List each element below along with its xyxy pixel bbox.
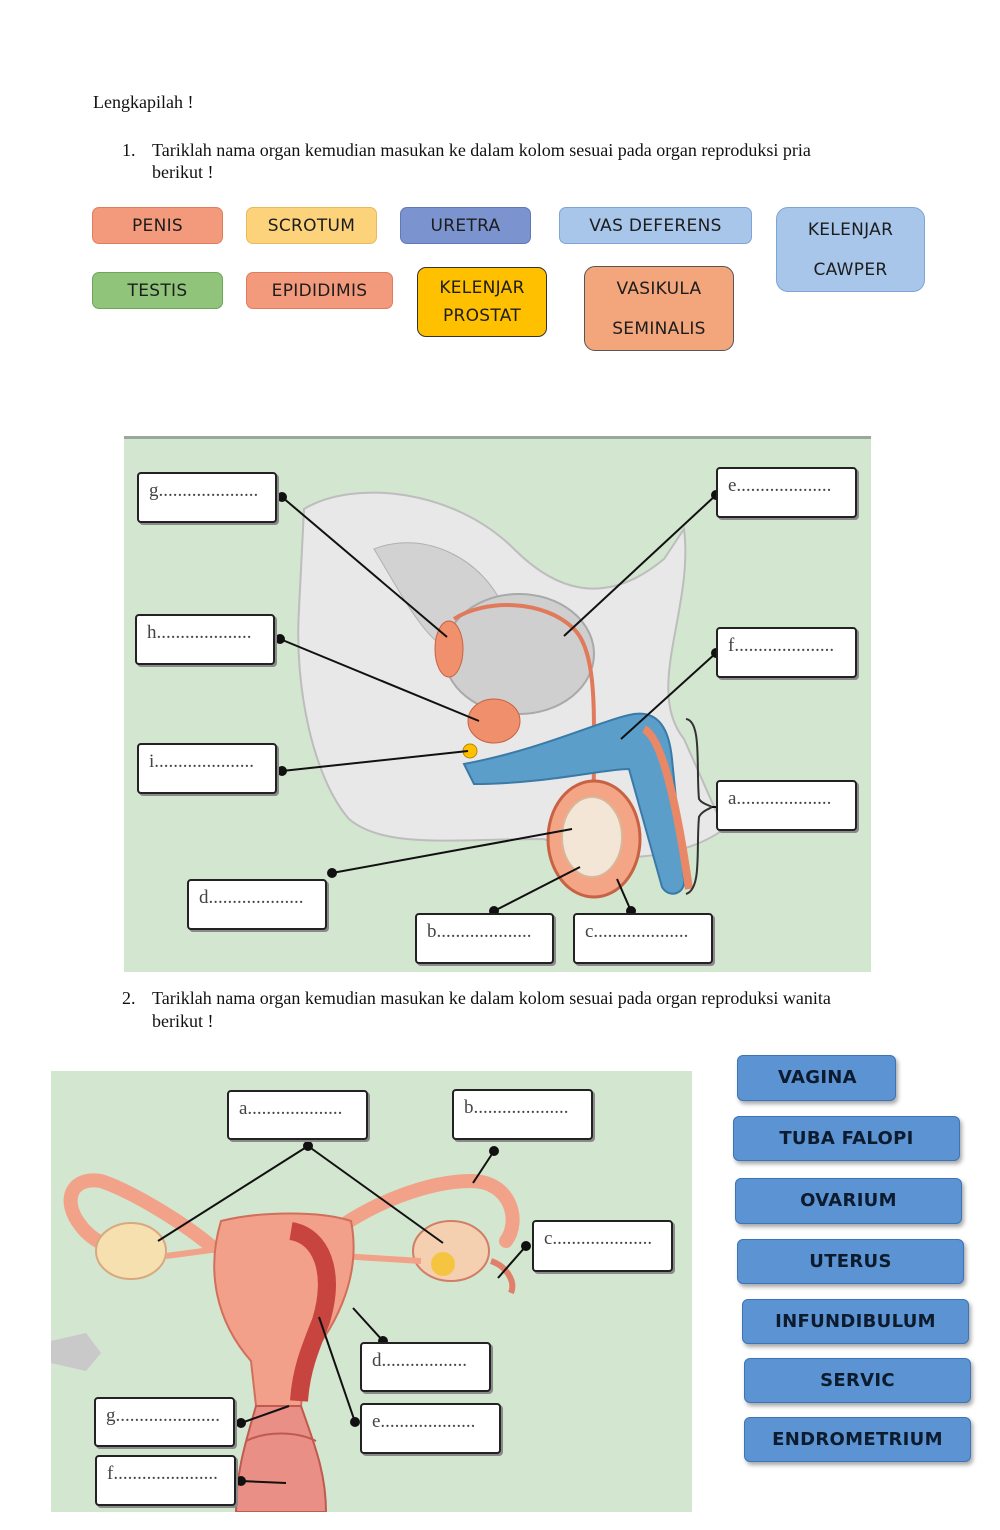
leader-f [240, 1480, 287, 1484]
label-box-e[interactable]: e.................... [716, 467, 857, 518]
leader-dot-h [275, 634, 285, 644]
question-text-line1: Tariklah nama organ kemudian masukan ke … [152, 988, 831, 1008]
female-anatomy-illustration [51, 1141, 531, 1512]
label-box-c[interactable]: c..................... [532, 1220, 673, 1272]
leader-dot-i [277, 766, 287, 776]
right-ligament [340, 1253, 422, 1264]
cervix-line [245, 1432, 317, 1442]
label-box-d[interactable]: d.................. [360, 1342, 491, 1392]
label-box-e[interactable]: e.................... [360, 1403, 501, 1454]
label-box-i[interactable]: i..................... [137, 743, 277, 794]
leader-b [472, 1150, 495, 1184]
leader-dot-e [350, 1417, 360, 1427]
leader-h [279, 638, 480, 722]
testis-shape [561, 796, 623, 878]
chip-ovarium[interactable]: OVARIUM [735, 1178, 962, 1224]
leader-g [240, 1405, 290, 1424]
fimbriae [489, 1258, 516, 1295]
right-fallopian-tube [314, 1173, 520, 1248]
chip-kelenjar-cawper[interactable]: KELENJAR CAWPER [776, 207, 925, 292]
chip-epididimis[interactable]: EPIDIDIMIS [246, 272, 393, 309]
label-box-f[interactable]: f..................... [716, 627, 857, 678]
leader-e [563, 494, 717, 637]
label-box-b[interactable]: b.................... [415, 913, 554, 964]
label-box-g[interactable]: g..................... [137, 472, 277, 523]
vagina [234, 1405, 328, 1512]
page-title: Lengkapilah ! [93, 92, 194, 112]
label-box-b[interactable]: b.................... [452, 1089, 593, 1140]
leader-dot-b [489, 1146, 499, 1156]
leader-dot-g [236, 1418, 246, 1428]
chip-vasikula-seminalis[interactable]: VASIKULA SEMINALIS [584, 266, 734, 351]
chip-infundibulum[interactable]: INFUNDIBULUM [742, 1299, 969, 1344]
chip-vagina[interactable]: VAGINA [737, 1055, 896, 1101]
leader-d [352, 1307, 384, 1342]
leader-dot-a [303, 1141, 313, 1151]
label-box-d[interactable]: d.................... [187, 879, 327, 930]
question-number: 2. [122, 988, 136, 1008]
leader-f [620, 652, 717, 740]
chip-scrotum[interactable]: SCROTUM [246, 207, 377, 244]
leader-a-left [157, 1145, 309, 1242]
female-reproductive-diagram: a.................... b.................… [51, 1071, 692, 1512]
leader-dot-g [277, 492, 287, 502]
question-number: 1. [122, 140, 136, 160]
label-box-a[interactable]: a.................... [716, 780, 857, 831]
leader-dot-c [521, 1241, 531, 1251]
label-box-g[interactable]: g...................... [94, 1397, 235, 1447]
leader-dot-d [327, 868, 337, 878]
chip-uterus[interactable]: UTERUS [737, 1239, 964, 1284]
chip-tuba-falopi[interactable]: TUBA FALOPI [733, 1116, 960, 1161]
leader-d [331, 828, 573, 874]
question-text-line2: berikut ! [152, 162, 214, 182]
leader-g [281, 496, 448, 638]
chip-testis[interactable]: TESTIS [92, 272, 223, 309]
leader-c [497, 1245, 527, 1279]
leader-a-right [307, 1145, 444, 1244]
prostate [467, 698, 521, 744]
male-reproductive-diagram: g..................... h................… [124, 436, 871, 972]
leader-dot-f [236, 1476, 246, 1486]
label-box-a[interactable]: a.................... [227, 1090, 368, 1140]
chip-servic[interactable]: SERVIC [744, 1358, 971, 1403]
chip-kelenjar-prostat[interactable]: KELENJAR PROSTAT [417, 267, 547, 337]
chip-penis[interactable]: PENIS [92, 207, 223, 244]
left-ovary [95, 1222, 167, 1280]
question-text-line2: berikut ! [152, 1011, 214, 1031]
drag-arrow-icon [51, 1333, 101, 1371]
leader-b [493, 866, 581, 912]
label-box-h[interactable]: h.................... [135, 614, 275, 665]
seminal-vesicle [434, 620, 464, 678]
label-box-c[interactable]: c.................... [573, 913, 713, 964]
male-anatomy-illustration [275, 490, 726, 916]
penis-glans-edge [641, 725, 693, 890]
question-text-line1: Tariklah nama organ kemudian masukan ke … [152, 140, 811, 160]
chip-vas-deferens[interactable]: VAS DEFERENS [559, 207, 752, 244]
label-box-f[interactable]: f...................... [95, 1455, 236, 1506]
leader-i [281, 750, 469, 772]
chip-uretra[interactable]: URETRA [400, 207, 531, 244]
leader-e [318, 1316, 356, 1423]
chip-endrometrium[interactable]: ENDROMETRIUM [744, 1417, 971, 1462]
ovum-follicle [431, 1252, 455, 1276]
leader-c [616, 878, 632, 912]
